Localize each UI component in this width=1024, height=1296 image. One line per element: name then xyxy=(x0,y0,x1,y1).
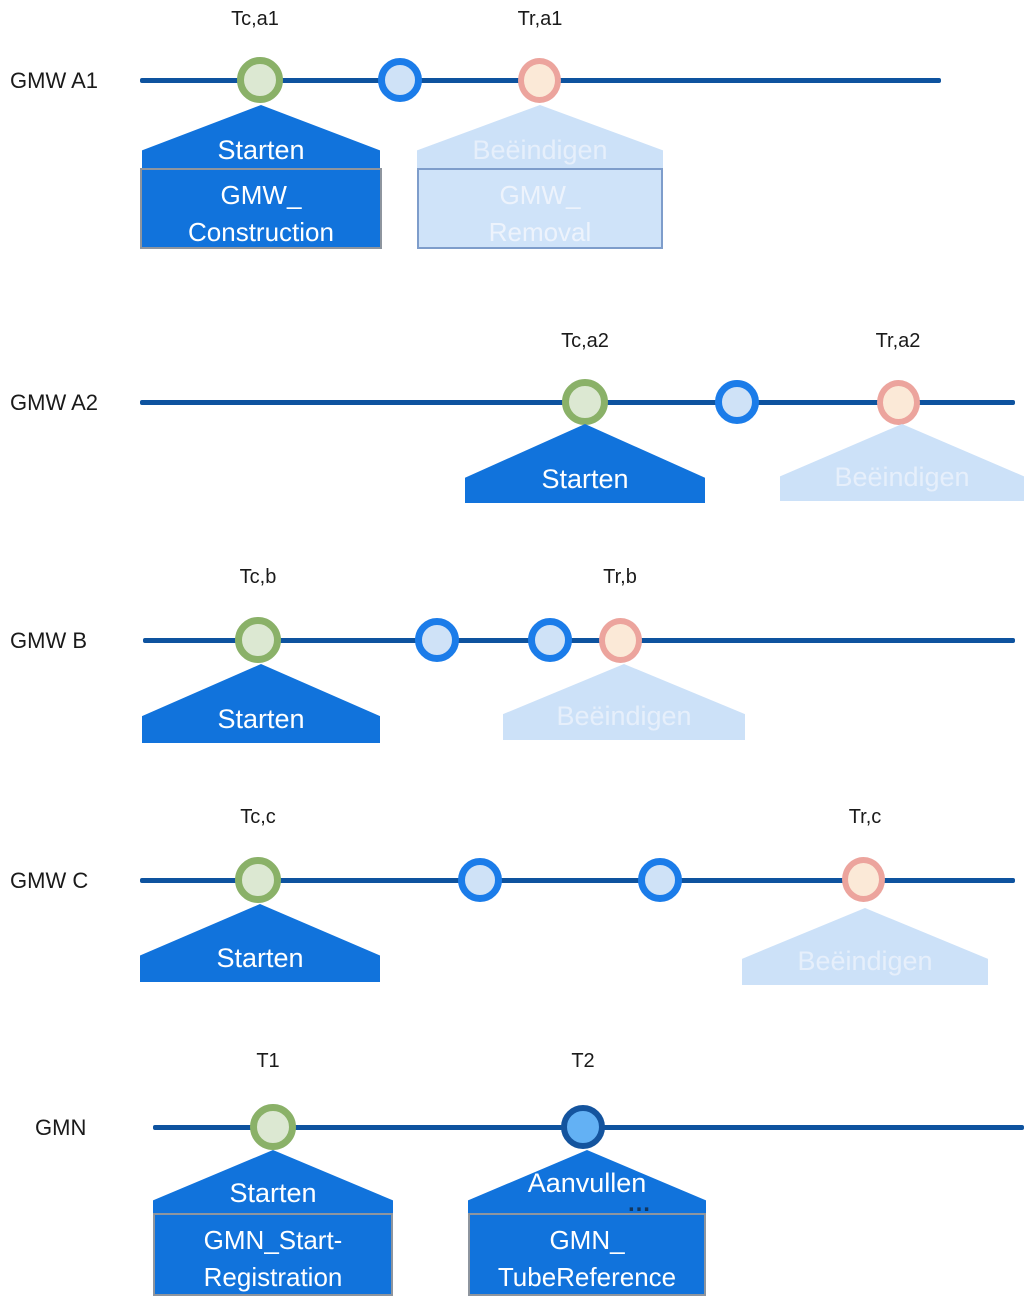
beeindigen-callout: Beëindigen xyxy=(742,908,988,985)
document-box-line2: Construction xyxy=(188,216,334,247)
construction-event-circle xyxy=(250,1104,296,1150)
row-label: GMW A2 xyxy=(10,390,99,415)
callout-title: Starten xyxy=(217,135,305,165)
timeline-line xyxy=(140,878,1015,883)
event-time-label: Tr,a1 xyxy=(517,8,563,30)
callout-title: Aanvullen xyxy=(527,1168,647,1198)
starten-callout: Starten xyxy=(142,105,380,168)
starten-callout: Starten xyxy=(142,664,380,743)
intermediate-event-circle xyxy=(638,858,682,902)
event-time-label: Tr,a2 xyxy=(875,330,921,352)
document-box: GMW_ Construction xyxy=(140,168,382,249)
event-time-label: Tc,c xyxy=(240,806,276,828)
removal-event-circle xyxy=(842,857,885,902)
construction-event-circle xyxy=(235,617,281,663)
document-box: GMN_ TubeReference xyxy=(468,1213,706,1296)
row-label: GMW C xyxy=(10,868,89,893)
construction-event-circle xyxy=(237,57,283,103)
construction-event-circle xyxy=(562,379,608,425)
intermediate-event-circle xyxy=(528,618,572,662)
event-time-label: Tc,b xyxy=(239,566,277,588)
document-box-line1: GMN_Start- xyxy=(203,1225,343,1255)
removal-event-circle xyxy=(599,618,642,663)
starten-callout: Starten xyxy=(465,424,705,503)
beeindigen-callout: Beëindigen xyxy=(417,105,663,168)
timeline-line xyxy=(143,638,1015,643)
starten-callout: Starten xyxy=(153,1150,393,1213)
construction-event-circle xyxy=(235,857,281,903)
removal-event-circle xyxy=(877,380,920,425)
callout-title: Starten xyxy=(216,943,304,973)
document-box: GMW_ Removal xyxy=(417,168,663,249)
beeindigen-callout: Beëindigen xyxy=(780,424,1024,501)
event-time-label: Tc,a2 xyxy=(561,330,609,352)
intermediate-event-circle xyxy=(415,618,459,662)
event-time-label: Tc,a1 xyxy=(231,8,279,30)
callout-title: Starten xyxy=(229,1178,317,1208)
document-box-line1: GMW_ xyxy=(499,180,581,210)
callout-title: Starten xyxy=(217,704,305,734)
starten-callout: Starten xyxy=(140,904,380,982)
callout-title: Beëindigen xyxy=(472,135,608,165)
document-box-line1: GMN_ xyxy=(549,1225,625,1255)
document-box: GMN_Start- Registration xyxy=(153,1213,393,1296)
event-time-label: Tr,b xyxy=(603,566,637,588)
callout-title: Beëindigen xyxy=(797,946,933,976)
event-time-label: T1 xyxy=(256,1050,280,1072)
event-time-label: T2 xyxy=(571,1050,595,1072)
document-box-line2: Removal xyxy=(488,216,592,247)
row-label: GMW A1 xyxy=(10,68,99,93)
callout-title: Beëindigen xyxy=(834,462,970,492)
row-label: GMN xyxy=(35,1115,87,1140)
document-box-line1: GMW_ xyxy=(220,180,302,210)
row-label: GMW B xyxy=(10,628,87,653)
callout-title: Starten xyxy=(541,464,629,494)
aanvullen-callout: Aanvullen xyxy=(468,1150,706,1213)
intermediate-event-circle xyxy=(458,858,502,902)
intermediate-event-circle xyxy=(715,380,759,424)
removal-event-circle xyxy=(518,58,561,103)
beeindigen-callout: Beëindigen xyxy=(503,664,745,740)
event-time-label: Tr,c xyxy=(848,806,882,828)
document-box-line2: TubeReference xyxy=(497,1261,677,1292)
document-box-line2: Registration xyxy=(203,1261,343,1292)
callout-title: Beëindigen xyxy=(556,701,692,731)
tube-reference-event-circle xyxy=(561,1105,605,1149)
intermediate-event-circle xyxy=(378,58,422,102)
ellipsis: … xyxy=(627,1190,653,1217)
